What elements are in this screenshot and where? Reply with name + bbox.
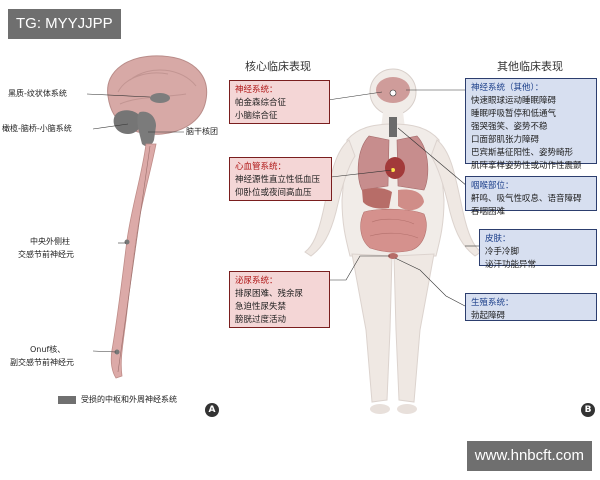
box-item: 急迫性尿失禁 <box>235 302 287 312</box>
lungs <box>357 135 429 191</box>
legend-swatch <box>58 396 76 404</box>
intestines <box>360 208 427 253</box>
throat <box>389 117 397 137</box>
heart <box>385 157 405 179</box>
label-sympathetic-neurons: 交感节前神经元 <box>18 250 74 259</box>
box-item: 鼾鸣、吸气性叹息、语音障碍 <box>471 194 582 204</box>
box-item: 神经源性直立性低血压 <box>235 175 321 185</box>
legend-label: 受损的中枢和外周神经系统 <box>81 395 177 404</box>
box-skin: 皮肤： 冷手冷脚 泌汗功能异常 <box>479 229 597 270</box>
box-item: 强哭强笑、姿势不稳 <box>471 122 548 132</box>
brainstem-lesion <box>137 111 156 147</box>
core-features-heading: 核心临床表现 <box>245 60 311 73</box>
panel-a-letter: A <box>205 403 219 417</box>
label-brainstem-nuclei: 脑干核团 <box>186 127 218 136</box>
box-nervous-other-title: 神经系统（其他）： <box>471 83 544 93</box>
box-item: 冷手冷脚 <box>485 247 520 257</box>
box-item: 膀胱过度活动 <box>235 315 287 325</box>
box-item: 仰卧位或夜间高血压 <box>235 188 312 198</box>
lateral-column-lesion <box>124 239 130 245</box>
box-item: 口面部肌张力障碍 <box>471 135 540 145</box>
box-item: 小脑综合征 <box>235 111 278 121</box>
label-parasympathetic-neurons: 副交感节前神经元 <box>10 358 74 367</box>
box-reproductive-title: 生殖系统： <box>471 298 514 308</box>
label-nigrostriatal: 黑质-纹状体系统 <box>8 89 67 98</box>
box-throat-title: 咽喉部位： <box>471 181 514 191</box>
box-item: 睡眠呼吸暂停和低通气 <box>471 109 557 119</box>
other-features-heading: 其他临床表现 <box>497 60 563 73</box>
onuf-nucleus-lesion <box>114 349 120 355</box>
cerebellum-lesion <box>113 110 142 134</box>
human-body-figure <box>304 68 482 414</box>
box-nervous-other: 神经系统（其他）： 快速眼球运动睡眠障碍 睡眠呼吸暂停和低通气 强哭强笑、姿势不… <box>465 78 597 171</box>
box-reproductive: 生殖系统： 勃起障碍 <box>465 293 597 321</box>
box-cardiovascular: 心血管系统： 神经源性直立性低血压 仰卧位或夜间高血压 <box>229 157 332 201</box>
box-item: 吞咽困难 <box>471 207 506 217</box>
box-item: 排尿困难、残余尿 <box>235 289 304 299</box>
box-item: 泌汗功能异常 <box>485 260 537 270</box>
label-onuf-nucleus: Onuf核、 <box>30 345 66 354</box>
basal-ganglia-lesion <box>150 93 170 103</box>
stomach <box>398 189 424 211</box>
box-urinary: 泌尿系统： 排尿困难、残余尿 急迫性尿失禁 膀胱过度活动 <box>229 271 330 328</box>
box-item: 快速眼球运动睡眠障碍 <box>471 96 557 106</box>
box-item: 帕金森综合征 <box>235 98 287 108</box>
box-skin-title: 皮肤： <box>485 234 511 244</box>
watermark-bottom: www.hnbcft.com <box>466 441 592 471</box>
box-cardiovascular-title: 心血管系统： <box>235 162 287 172</box>
box-item: 勃起障碍 <box>471 311 506 321</box>
box-throat: 咽喉部位： 鼾鸣、吸气性叹息、语音障碍 吞咽困难 <box>465 176 597 217</box>
watermark-top: TG: MYYJJPP <box>8 9 121 39</box>
cord-centre-line <box>117 145 151 373</box>
box-item: 巴宾斯基征阳性、姿势畸形 <box>471 148 574 158</box>
bladder <box>388 253 398 259</box>
label-lateral-column: 中央外侧柱 <box>30 237 70 246</box>
label-olivopontocerebellar: 橄榄-脑桥-小脑系统 <box>2 124 72 133</box>
box-urinary-title: 泌尿系统： <box>235 276 278 286</box>
box-item: 肌阵挛样姿势性或动作性震颤 <box>471 161 582 171</box>
box-nervous-core-title: 神经系统： <box>235 85 278 95</box>
panel-b-letter: B <box>581 403 595 417</box>
liver <box>362 187 392 209</box>
box-nervous-core: 神经系统： 帕金森综合征 小脑综合征 <box>229 80 330 124</box>
